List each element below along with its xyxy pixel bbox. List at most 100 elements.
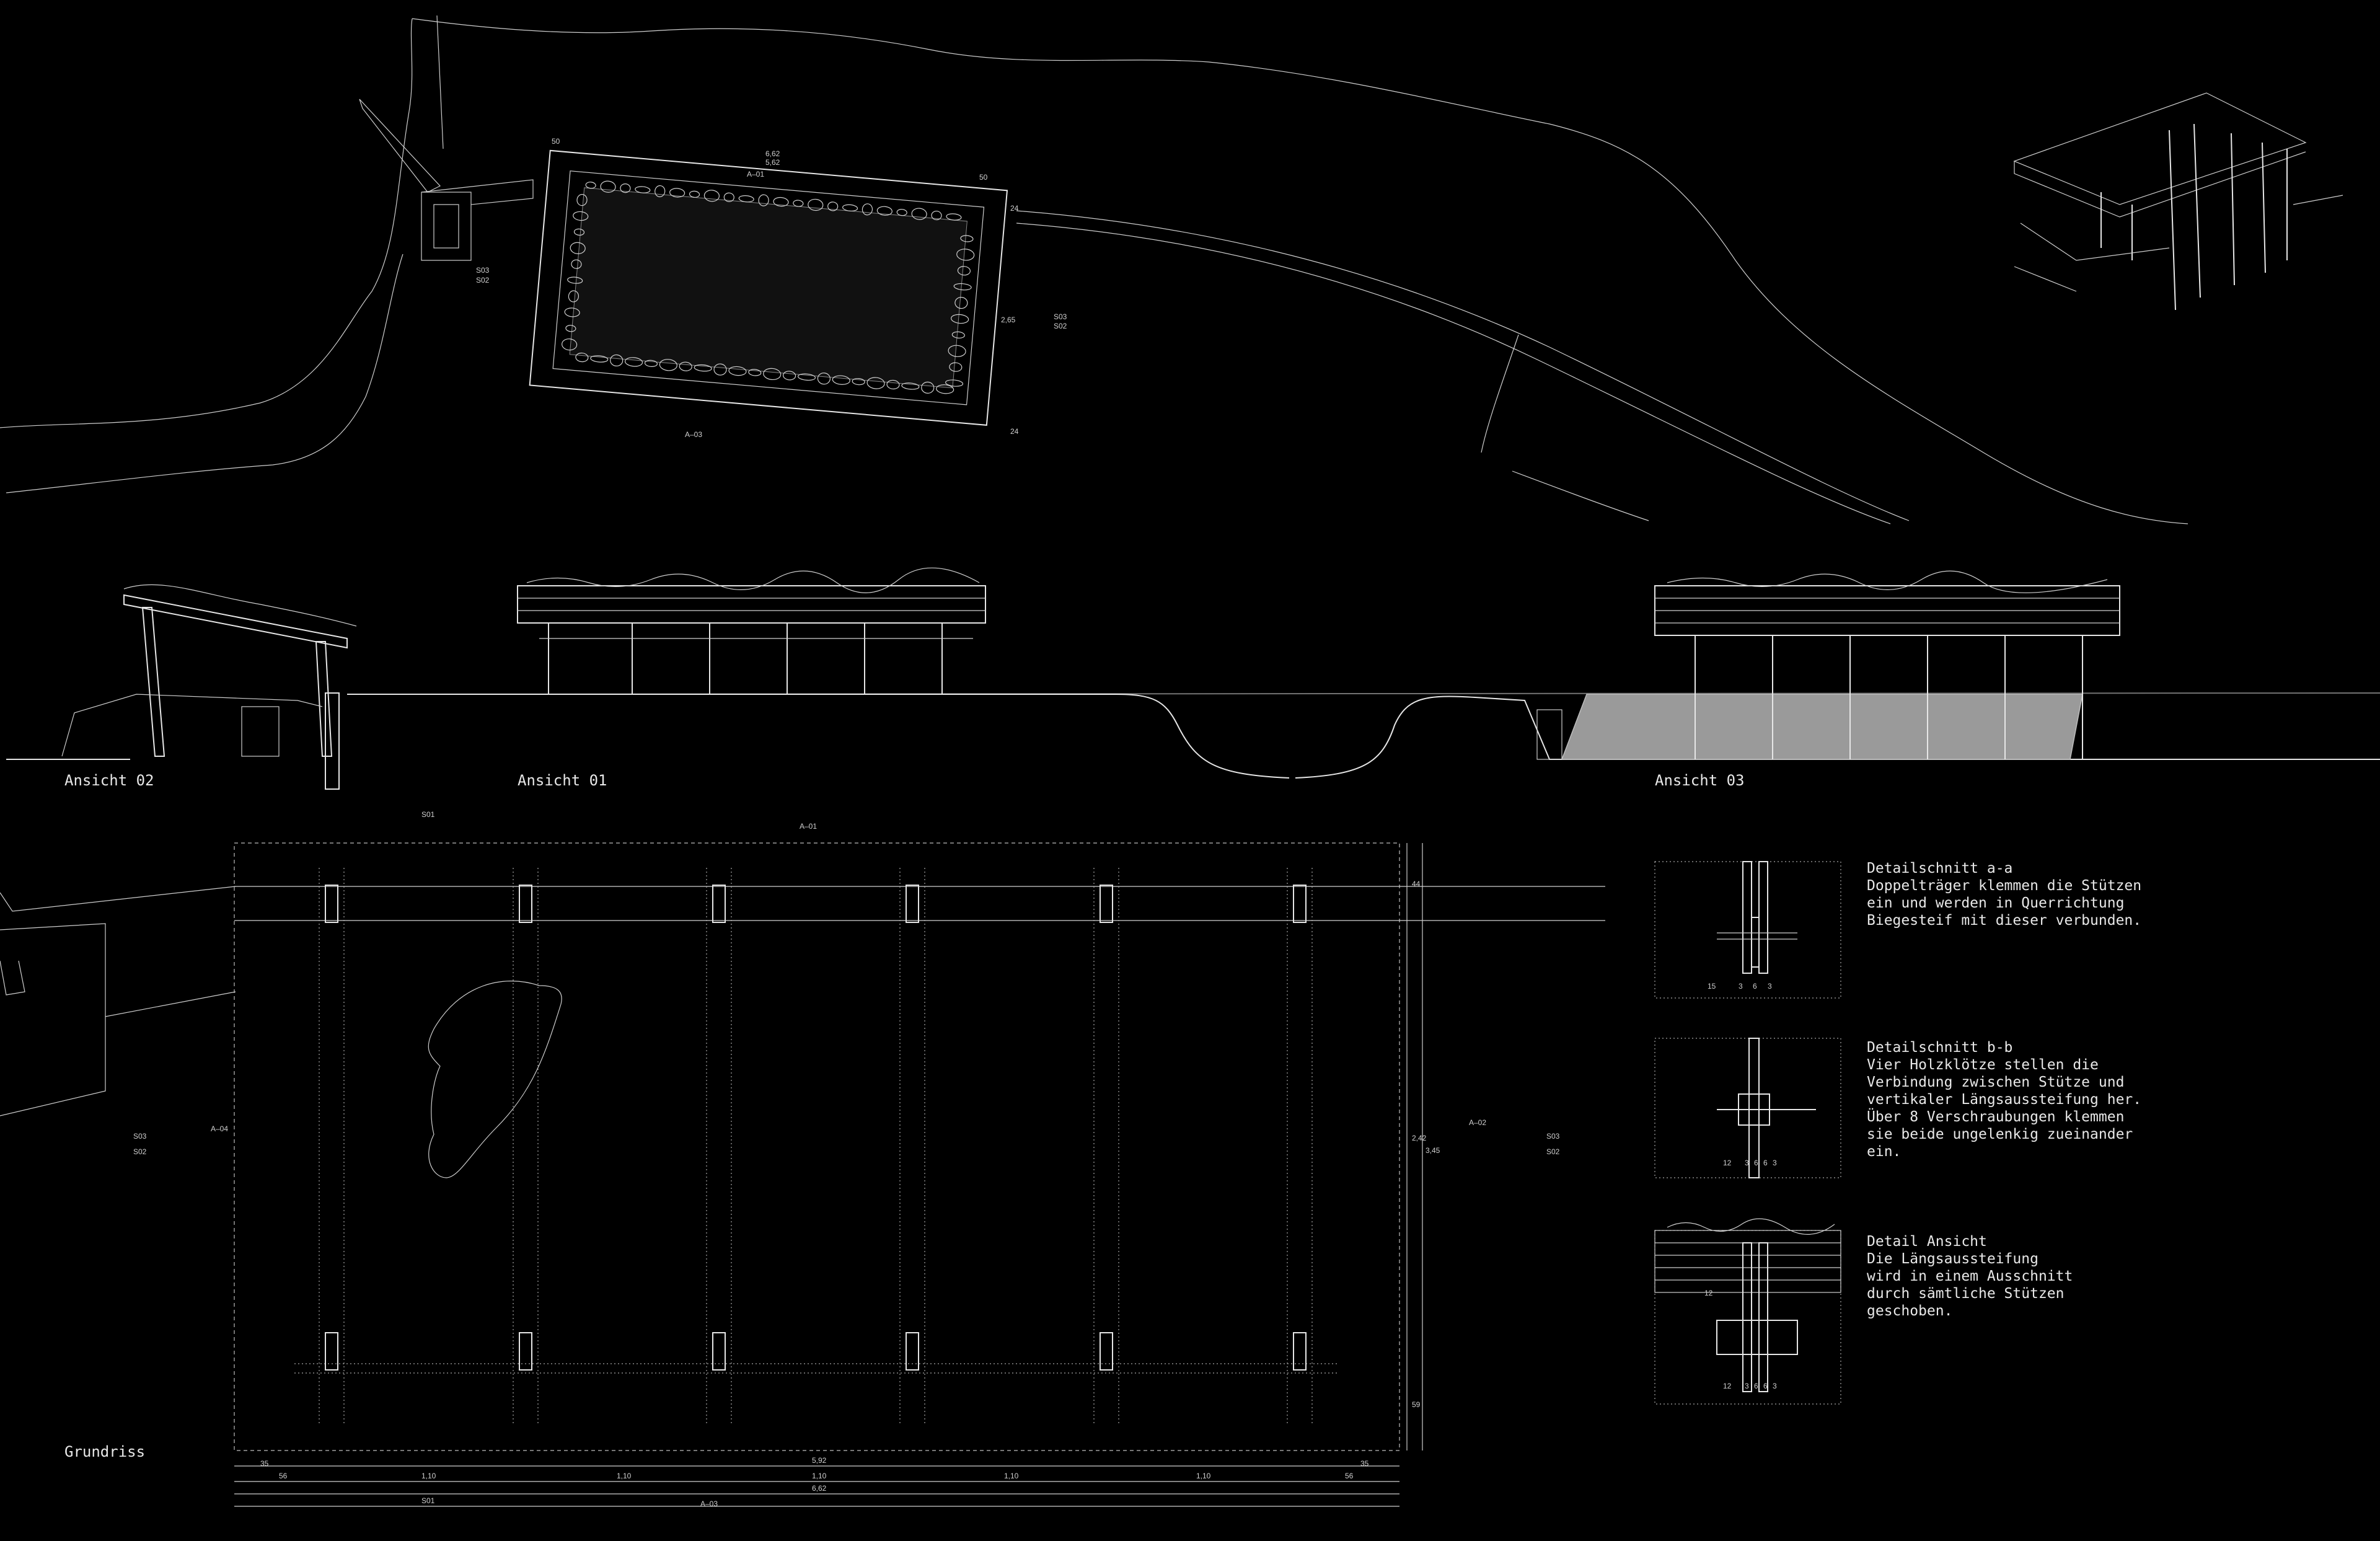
detail-a-a-drawing: 15 3 6 3 [1654,861,1841,999]
pebble [901,382,920,390]
roof-footprint [234,842,1400,1451]
pebble [936,384,954,394]
pebble [832,375,850,385]
column-grid [319,868,1313,1426]
pebble [953,283,972,291]
pebble [728,366,747,376]
pebble [956,249,975,261]
detail-b-b-drawing: 12 3 6 6 3 [1654,1038,1841,1178]
pebble [945,379,964,387]
vegetation-detail [1667,1218,1835,1235]
roof-layers-detail [1655,1242,1841,1281]
roof-layers-01 [518,598,985,611]
roof-slab-detail [1654,1230,1841,1293]
marker-s01-plan: S01 [421,810,435,819]
label-ansicht-02: Ansicht 02 [64,772,154,789]
dim-overhang-l: 35 [260,1459,269,1468]
column-post [712,1332,726,1371]
dim-top-strip: 44 [1412,880,1421,888]
dim-right-d: 24 [1010,427,1019,436]
marker-s03-plan-right: S03 [1546,1132,1560,1141]
dim-height-inner: 2,42 [1412,1134,1427,1142]
pebble [644,360,658,367]
pebble [793,200,804,207]
river-bank [6,254,403,493]
detail-ansicht-line-1: Die Längsaussteifung [1867,1251,2038,1267]
road-edge-lower [1016,223,1891,524]
pebble [954,296,968,309]
detail-b-b-line-3: vertikaler Längsaussteifung her. [1867,1092,2141,1108]
pebble [575,352,589,363]
beam-left-a [1742,861,1752,974]
pebble [571,259,582,269]
column-post [1293,885,1307,923]
dim-overhang-r: 35 [1360,1459,1369,1468]
pebble [948,345,966,357]
detail-b-b-line-4: Über 8 Verschraubungen klemmen [1867,1108,2124,1125]
pebble [797,373,816,381]
column-post [1293,1332,1307,1371]
detail-a-a-text: Detailschnitt a-a Doppelträger klemmen d… [1867,860,2141,929]
pebble [808,198,824,211]
pebble [758,194,769,206]
pebble [565,325,576,332]
detail-ansicht-line-3: durch sämtliche Stützen [1867,1286,2065,1302]
pebble [827,201,839,211]
ground-line [6,694,2380,779]
marker-s03-site: S03 [1054,312,1067,321]
marker-a01-site: A–01 [747,170,764,179]
detail-ansicht-drawing: 12 12 3 6 6 3 [1654,1218,1841,1405]
columns-perspective [2100,123,2288,311]
detail-a-dim-1: 15 [1708,982,1716,991]
pebble [590,355,609,363]
dim-bay-5: 1,10 [1196,1472,1211,1480]
beam-right-c [1758,1242,1768,1392]
roof-vegetation-02 [123,584,357,627]
post-a [1751,917,1760,968]
detail-ansicht-line-4: geschoben. [1867,1303,1952,1319]
pebble [576,194,588,206]
pebble [694,364,712,372]
column-line [513,868,539,1426]
column-post [325,885,338,923]
dim-bay-2: 1,10 [617,1472,632,1480]
label-grundriss: Grundriss [64,1443,145,1460]
detail-b-dim-4: 6 [1763,1159,1768,1167]
marker-a03-site: A–03 [685,430,702,439]
dim-top-right: 50 [979,173,988,182]
pebble [567,276,583,284]
beam-left-c [1742,1242,1752,1392]
pebble [568,290,580,302]
detail-ansicht-frame [1654,1230,1841,1405]
pebble [957,266,971,276]
pebble-border [562,180,975,394]
detail-b-dim-2: 3 [1745,1159,1749,1167]
dim-bay-1: 1,10 [421,1472,436,1480]
roof-vegetation-01 [526,567,980,593]
terrain-contour-2 [1481,334,1519,453]
pebble [862,203,873,216]
site-plan: 6,62 5,62 50 50 24 2,65 24 A–01 A–03 S03… [0,15,2188,524]
dim-edge-l: 56 [279,1472,288,1480]
terrain-contour-3 [1512,470,1649,521]
marker-a04-plan: A–04 [211,1124,228,1133]
dim-inner: 5,92 [812,1456,827,1465]
pebble [703,190,720,202]
detail-b-b-line-5: sie beide ungelenkig zueinander [1867,1126,2133,1142]
roof-01 [517,585,986,624]
animal-sketch [428,981,562,1178]
detail-b-b-title: Detailschnitt b-b [1867,1040,2012,1056]
roof-outline [529,149,1008,426]
pebble [600,180,616,193]
brace-c [1716,1320,1798,1355]
pebble [960,235,974,242]
dim-right-b: 2,65 [1001,316,1016,324]
bottom-brace [294,1363,1339,1374]
column-post [1100,885,1113,923]
pebble [585,182,596,189]
small-hut-inner [433,204,459,249]
pebble [817,373,831,385]
dim-total: 6,62 [812,1484,827,1493]
pebble [783,371,796,381]
label-ansicht-03: Ansicht 03 [1655,772,1745,789]
